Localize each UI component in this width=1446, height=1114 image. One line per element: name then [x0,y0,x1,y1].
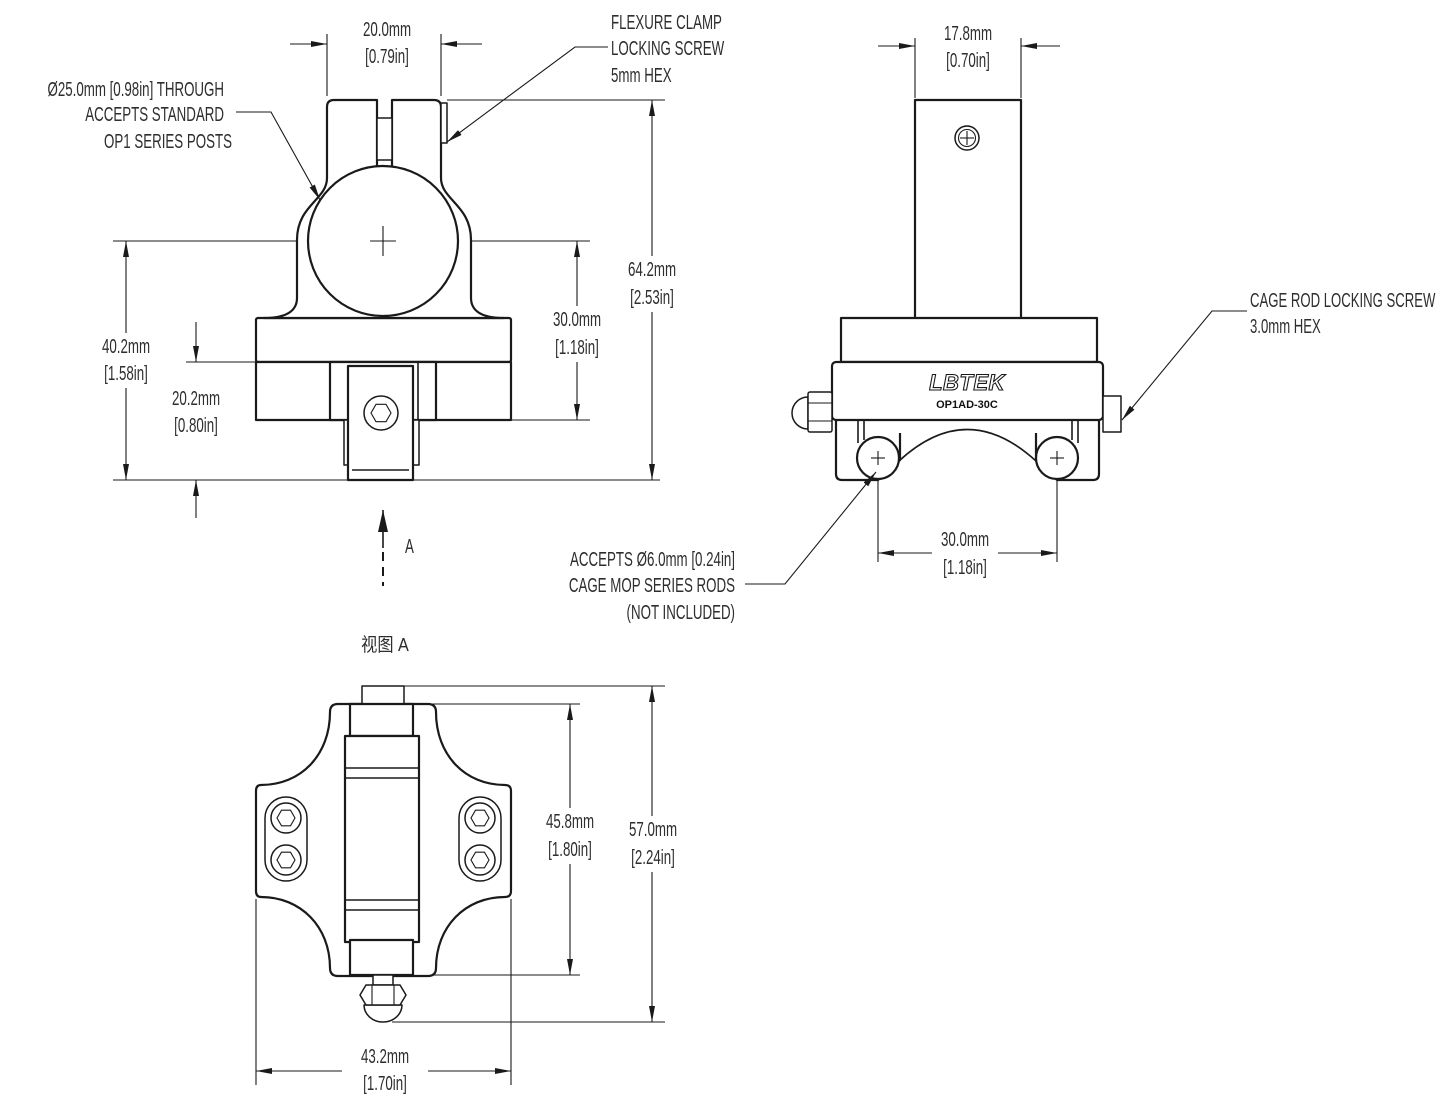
note-rod-screw-line1: CAGE ROD LOCKING SCREW [1250,288,1436,312]
note-flexure-line3: 5mm HEX [611,63,672,87]
dim-rod-spacing-in: [1.18in] [943,555,987,579]
right-hole-bottom-hex-icon [470,851,490,869]
saddle-arch [898,428,1037,462]
hex-socket-recess-icon [370,403,392,423]
center-column [343,734,421,944]
dim-center-to-rod-mm: 30.0mm [553,307,601,331]
dim-post-width-in: [0.70in] [946,48,990,72]
dim-block-length-in: [1.80in] [548,837,592,861]
knob-stem [372,974,394,986]
note-rods-line3: (NOT INCLUDED) [627,600,735,624]
note-flexure-line1: FLEXURE CLAMP [611,10,722,34]
brand-logo: LBTEK [929,370,1006,395]
flexure-screw-inner-icon [957,128,977,148]
view-a: 视图 A [254,634,677,1095]
note-rods-line2: CAGE MOP SERIES RODS [569,573,735,597]
hex-socket-icon [363,395,399,431]
upper-screw-block [348,702,415,738]
note-post-bore-line3: OP1 SERIES POSTS [104,129,232,153]
dim-base-height-in: [0.80in] [174,413,218,437]
view-arrow-label: A [405,534,414,558]
knob-dome [791,396,809,430]
left-hole-top-hex-icon [276,809,296,827]
dim-rod-spacing-mm: 30.0mm [941,527,989,551]
right-hole-top [464,802,496,834]
dim-block-length-mm: 45.8mm [546,809,594,833]
dim-center-to-rod-in: [1.18in] [555,335,599,359]
dim-center-to-bottom-mm: 40.2mm [102,334,150,358]
dim-clamp-width-mm: 20.0mm [363,17,411,41]
saddle-fill [898,419,1038,433]
leader-flexure-screw [446,46,608,143]
knob-hex-nut [807,391,833,433]
upper-base-plate [254,316,513,364]
dim-overall-length-mm: 57.0mm [629,817,677,841]
dim-clamp-width-in: [0.79in] [365,44,409,68]
lower-screw-block [348,938,415,977]
right-hole-bottom [464,844,496,876]
screw-head-top [361,685,405,705]
side-upper-plate [839,316,1099,364]
dim-base-width-mm: 43.2mm [361,1044,409,1068]
dim-overall-height-mm: 64.2mm [628,257,676,281]
knob-dome-bottom [363,1004,403,1023]
note-flexure-line2: LOCKING SCREW [611,36,725,60]
flexure-screw-head [440,102,448,144]
dim-post-width-mm: 17.8mm [944,21,992,45]
leader-rod-screw [1121,310,1247,421]
dim-base-width-in: [1.70in] [363,1071,407,1095]
leader-post-bore [236,111,321,201]
rod-locking-screw-head [1102,395,1122,433]
right-hole-top-hex-icon [470,809,490,827]
dim-base-height-mm: 20.2mm [172,386,220,410]
dim-center-to-bottom-in: [1.58in] [104,361,148,385]
model-number: OP1AD-30C [936,399,998,411]
front-view: 20.0mm [0.79in] Ø25.0mm [0.98in] THROUGH… [47,10,725,586]
dim-overall-length-in: [2.24in] [631,845,675,869]
leader-cage-rods [745,471,877,585]
left-hole-bottom-hex-icon [276,851,296,869]
view-a-title: 视图 A [361,634,409,655]
note-post-bore-line2: ACCEPTS STANDARD [85,102,224,126]
left-hole-top [270,802,302,834]
left-hole-bottom [270,844,302,876]
note-rod-screw-line2: 3.0mm HEX [1250,314,1321,338]
dim-overall-height-in: [2.53in] [630,285,674,309]
note-rods-line1: ACCEPTS Ø6.0mm [0.24in] [570,547,735,571]
note-post-bore-line1: Ø25.0mm [0.98in] THROUGH [47,77,224,101]
side-lower-plate [830,360,1105,422]
side-view: LBTEK OP1AD-30C 17.8mm [0.70in] CAGE ROD… [569,21,1436,624]
flexure-screw-body [376,117,393,161]
knob-hex-nut-bottom [359,984,407,1006]
